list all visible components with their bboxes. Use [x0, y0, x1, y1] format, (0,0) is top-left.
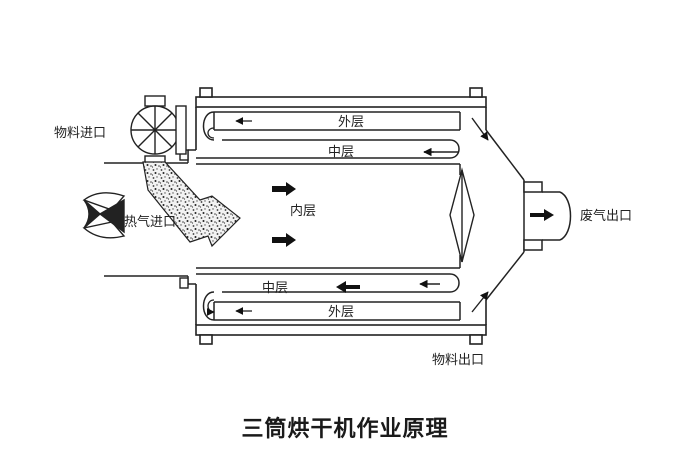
material-outlet-label: 物料出口: [432, 353, 484, 368]
diagram-title: 三筒烘干机作业原理: [241, 416, 448, 442]
outer-drum-bottom: [195, 284, 487, 345]
middle-layer-top-channel: [188, 139, 461, 175]
middle-layer-bottom-label: 中层: [262, 281, 288, 296]
feeder-wheel: [130, 95, 187, 165]
outer-layer-bottom-label: 外层: [328, 305, 354, 320]
discharge-cone: [485, 129, 572, 301]
inner-arrow-top: [272, 182, 296, 196]
diamond-baffle: [449, 167, 475, 263]
middle-layer-top-label: 中层: [328, 145, 354, 160]
material-inlet-label: 物料进口: [54, 126, 106, 141]
exhaust-arrow: [530, 209, 554, 221]
outer-layer-top-label: 外层: [338, 115, 364, 130]
hot-air-inlet-label: 热气进口: [124, 214, 176, 230]
outer-layer-top-channel: [202, 111, 461, 141]
middle-bottom-arrow-1: [336, 281, 360, 293]
outer-layer-arrows: [206, 117, 252, 316]
material-flow-arrow: [142, 161, 241, 248]
cone-flow-arrows: [471, 117, 554, 313]
middle-layer-arrows: [336, 147, 458, 293]
outer-drum-top: [195, 87, 487, 150]
inner-arrow-bottom: [272, 233, 296, 247]
middle-layer-bottom-channel: [188, 255, 461, 293]
hot-air-fan-icon: [82, 192, 126, 239]
inner-flow-arrows: [272, 182, 296, 247]
exhaust-outlet-label: 废气出口: [580, 208, 632, 224]
inner-layer-label: 内层: [290, 203, 316, 219]
